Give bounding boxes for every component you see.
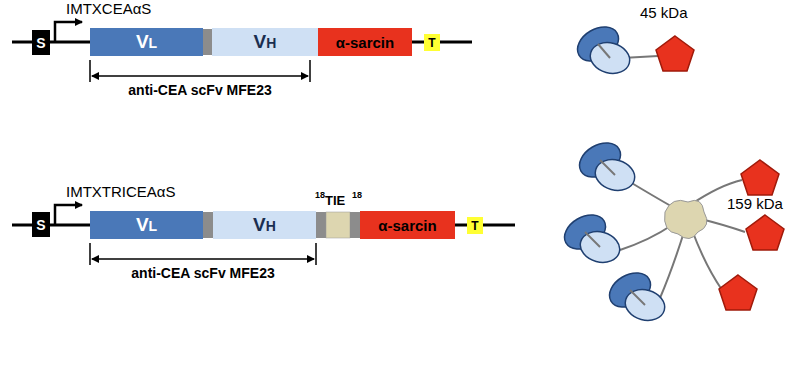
tie-domain (326, 212, 350, 238)
linker (203, 212, 213, 238)
box-text: S (36, 217, 45, 233)
superscript: 18 (352, 190, 362, 200)
superscript: 18 (315, 190, 325, 200)
trimer-illustration (558, 136, 784, 325)
mass-label: 45 kDa (640, 4, 688, 21)
promoter-arrow (55, 22, 82, 42)
promoter-arrow (55, 205, 82, 225)
box-text: VL (136, 214, 157, 236)
bracket (92, 75, 308, 77)
linker (316, 212, 326, 238)
box-text: T (428, 36, 435, 50)
box-text: VH (253, 214, 276, 236)
construct-name: IMTXCEAαS (66, 0, 151, 17)
linker (350, 212, 360, 238)
terminator-box: T (467, 217, 483, 234)
monomer-illustration (571, 20, 694, 78)
signal-box: S (32, 30, 50, 55)
signal-box: S (32, 212, 50, 237)
vh-domain: VH (213, 211, 316, 239)
box-text: α-sarcin (336, 34, 394, 51)
box-text: α-sarcin (378, 217, 436, 234)
toxin-domain: α-sarcin (318, 28, 412, 56)
bracket-label: anti-CEA scFv MFE23 (128, 82, 271, 98)
construct-name: IMTXTRICEAαS (66, 183, 176, 200)
vh-domain: VH (212, 28, 318, 56)
box-text: S (36, 35, 45, 51)
box-text: VH (254, 31, 277, 53)
box-text: VL (136, 31, 157, 53)
domain-label: TIE (325, 193, 345, 208)
toxin-domain: α-sarcin (360, 211, 455, 239)
mass-label: 159 kDa (727, 195, 783, 212)
bracket-label: anti-CEA scFv MFE23 (131, 265, 274, 281)
bracket (92, 258, 314, 260)
vl-domain: VL (90, 211, 203, 239)
linker (203, 29, 212, 55)
terminator-box: T (424, 34, 440, 51)
box-text: T (471, 219, 478, 233)
vl-domain: VL (90, 28, 203, 56)
